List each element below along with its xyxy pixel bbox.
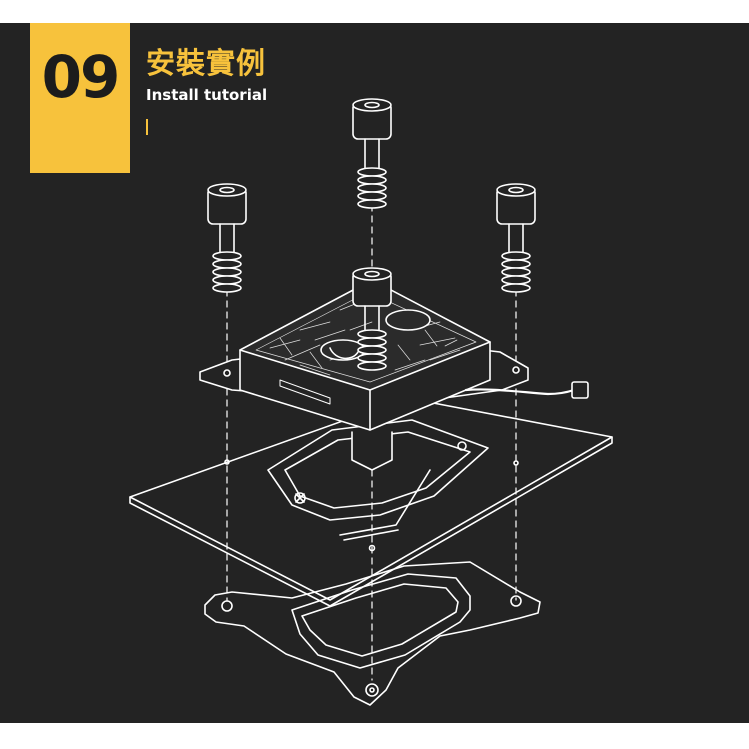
tutorial-panel: 09 安裝實例 Install tutorial — [0, 23, 749, 723]
title-accent-bar — [146, 119, 148, 135]
step-subtitle: Install tutorial — [146, 86, 268, 104]
install-illustration — [129, 98, 613, 706]
water-block — [199, 279, 589, 471]
insulation-sheet — [129, 397, 613, 607]
step-number: 09 — [41, 43, 121, 111]
step-title: 安裝實例 — [146, 46, 267, 80]
step-badge: 09 — [30, 23, 130, 173]
backplate — [204, 561, 541, 706]
screws-springs — [207, 98, 536, 371]
